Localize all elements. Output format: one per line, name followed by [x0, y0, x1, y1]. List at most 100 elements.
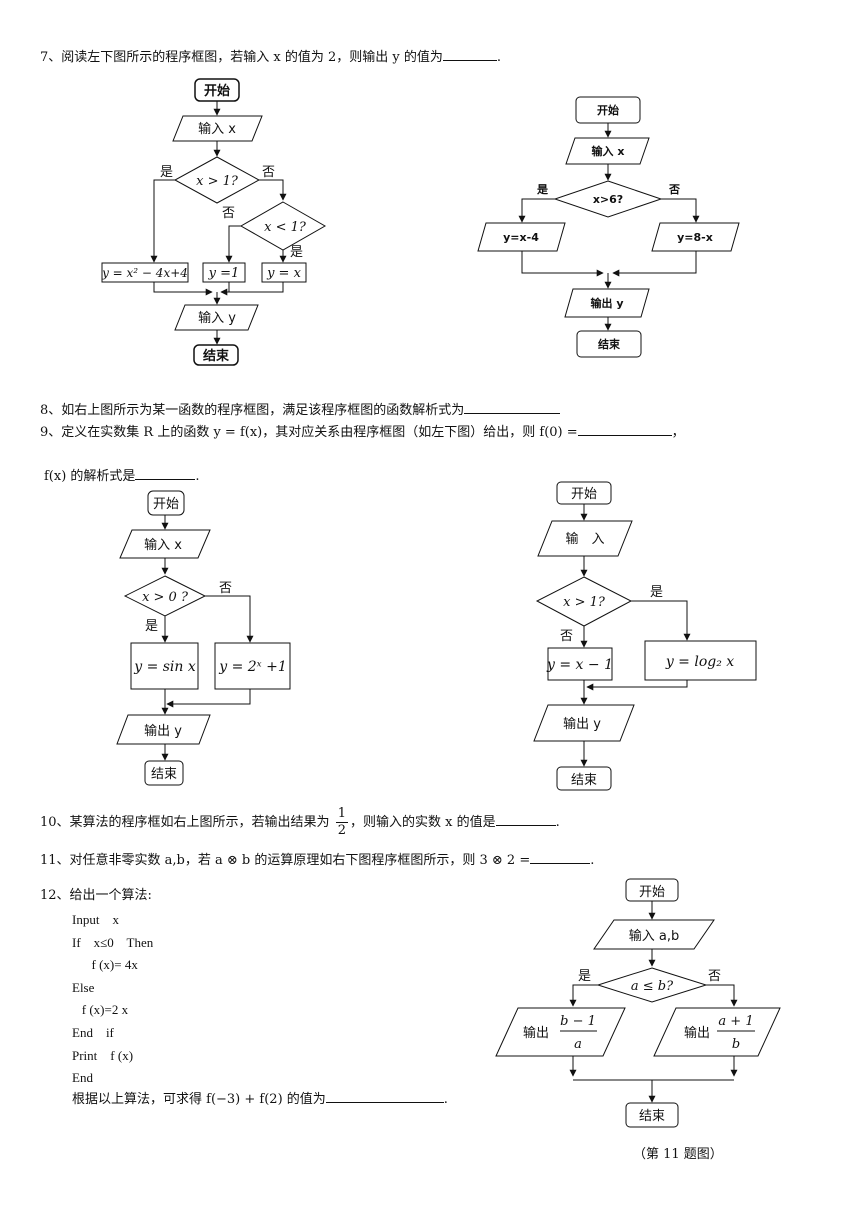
fc1-no1-label: 否 [262, 165, 275, 180]
fc5-end-label: 结束 [639, 1109, 665, 1124]
question-8-text: 8、如右上图所示为某一函数的程序框图，满足该程序框图的函数解析式为 [40, 403, 465, 418]
flowchart-q8 [477, 96, 740, 358]
fc1-box2-label: y =1 [208, 266, 240, 281]
fc4-cond-label: x > 1? [563, 595, 606, 610]
fc5-cond-diamond [596, 967, 708, 1003]
fc5-end-box [625, 1102, 679, 1128]
code-line: If x≤0 Then [72, 934, 154, 950]
fc3-start-box [147, 490, 185, 516]
fc1-output-box [174, 304, 259, 331]
answer-blank[interactable] [495, 812, 556, 826]
question-7-end: . [496, 50, 502, 65]
fc3-right-box [214, 642, 291, 690]
code-line: Input x [72, 912, 119, 927]
algorithm-code: Input x If x≤0 Then f (x)= 4x Else f (x)… [72, 909, 153, 1090]
fc4-start-label: 开始 [571, 487, 597, 502]
fc1-input-label: 输入 x [198, 121, 236, 137]
fc3-yes-label: 是 [145, 619, 158, 634]
fc1-yes1-label: 是 [160, 165, 173, 180]
fc3-output-label: 输出 y [144, 723, 182, 739]
fc4-end-label: 结束 [571, 773, 597, 788]
fc2-right-label: y=8-x [677, 231, 713, 244]
question-9-comma: ， [671, 425, 685, 440]
fc2-left-label: y=x-4 [503, 231, 539, 244]
fc2-end-box [576, 330, 642, 358]
fc3-end-label: 结束 [151, 767, 177, 782]
fc4-right-box [644, 640, 757, 681]
fc3-output-box [116, 714, 211, 745]
fc5-right-output-denominator: b [732, 1037, 740, 1052]
code-line: End if [72, 1024, 114, 1040]
question-11-end: . [590, 853, 595, 868]
fc4-no-label: 否 [560, 629, 573, 644]
question-7: 7、阅读左下图所示的程序框图，若输入 x 的值为 2，则输出 y 的值为. [40, 47, 501, 67]
fc5-no-label: 否 [708, 969, 721, 984]
question-12-tail: 根据以上算法，可求得 f(−3) + f(2) 的值为. [72, 1089, 448, 1109]
question-10-text: 10、某算法的程序框如右上图所示，若输出结果为 [40, 815, 330, 830]
fc4-input-box [537, 520, 633, 557]
answer-blank[interactable] [530, 850, 591, 864]
fc1-box2 [202, 262, 246, 283]
fc2-start-label: 开始 [597, 103, 619, 117]
flowchart-q10 [533, 481, 757, 791]
answer-blank[interactable] [135, 466, 196, 480]
code-line: Print f (x) [72, 1047, 134, 1063]
fc2-end-label: 结束 [597, 337, 621, 351]
fc2-input-box [565, 137, 650, 165]
fc3-left-label: y = sin x [133, 659, 196, 675]
question-9b-end: . [195, 469, 200, 484]
fraction: 1 2 [335, 806, 348, 839]
fc1-cond2-label: x < 1? [264, 220, 307, 235]
fc4-output-box [533, 704, 635, 742]
fc3-input-box [119, 529, 211, 559]
fraction-numerator: 1 [335, 806, 348, 823]
fc4-end-box [556, 766, 612, 791]
code-line: f (x)=2 x [72, 1002, 129, 1018]
fc5-left-output-box [495, 1007, 626, 1057]
fc1-start-label: 开始 [204, 83, 230, 99]
figure-caption: （第 11 题图） [633, 1147, 723, 1162]
fc1-box1-label: y = x² − 4x+4 [101, 266, 188, 280]
fc1-box3-label: y = x [266, 266, 302, 281]
fc5-left-output-prefix: 输出 [523, 1025, 549, 1041]
answer-blank[interactable] [464, 400, 561, 414]
fc1-end-box [193, 344, 239, 366]
fc1-box3 [261, 262, 307, 283]
code-line: End [72, 1070, 93, 1086]
fc4-output-label: 输出 y [563, 716, 601, 732]
fc5-right-output-box [653, 1007, 781, 1057]
question-10: 10、某算法的程序框如右上图所示，若输出结果为 1 2 ，则输入的实数 x 的值… [40, 806, 560, 839]
fc2-left-box [477, 222, 566, 252]
fc2-yes-label: 是 [536, 183, 549, 196]
code-line: f (x)= 4x [72, 957, 138, 973]
fc1-input-box [172, 115, 263, 142]
question-11-text: 11、对任意非零实数 a,b，若 a ⊗ b 的运算原理如右下图程序框图所示，则… [40, 853, 531, 868]
fc2-output-box [564, 288, 650, 318]
fc3-end-box [144, 760, 184, 786]
fc2-cond-label: x>6? [593, 193, 623, 206]
answer-blank[interactable] [325, 1089, 444, 1103]
fc1-output-label: 输入 y [198, 310, 236, 326]
answer-blank[interactable] [577, 422, 672, 436]
answer-blank[interactable] [442, 47, 497, 61]
fc2-no-label: 否 [668, 183, 680, 196]
flowchart-q7 [101, 78, 327, 366]
fc2-input-label: 输入 x [592, 144, 625, 158]
fc2-right-box [651, 222, 740, 252]
fc4-right-label: y = log₂ x [665, 654, 734, 670]
fc3-no-label: 否 [219, 581, 232, 596]
fc4-input-label: 输 入 [565, 531, 604, 547]
fc5-start-label: 开始 [639, 885, 665, 900]
fc1-box1 [101, 262, 189, 283]
fc3-start-label: 开始 [153, 497, 179, 512]
fc3-cond-label: x > 0 ? [142, 590, 189, 605]
fc3-right-label: y = 2ˣ +1 [218, 659, 287, 675]
code-line: Else [72, 979, 95, 995]
question-8: 8、如右上图所示为某一函数的程序框图，满足该程序框图的函数解析式为 [40, 400, 561, 420]
fc2-cond-diamond [553, 180, 663, 218]
question-9: 9、定义在实数集 R 上的函数 y = f(x)，其对应关系由程序框图（如左下图… [40, 422, 685, 442]
question-9-text: 9、定义在实数集 R 上的函数 y = f(x)，其对应关系由程序框图（如左下图… [40, 425, 578, 440]
question-12-tail-text: 根据以上算法，可求得 f(−3) + f(2) 的值为 [72, 1092, 326, 1107]
fc5-cond-label: a ≤ b? [631, 979, 674, 994]
